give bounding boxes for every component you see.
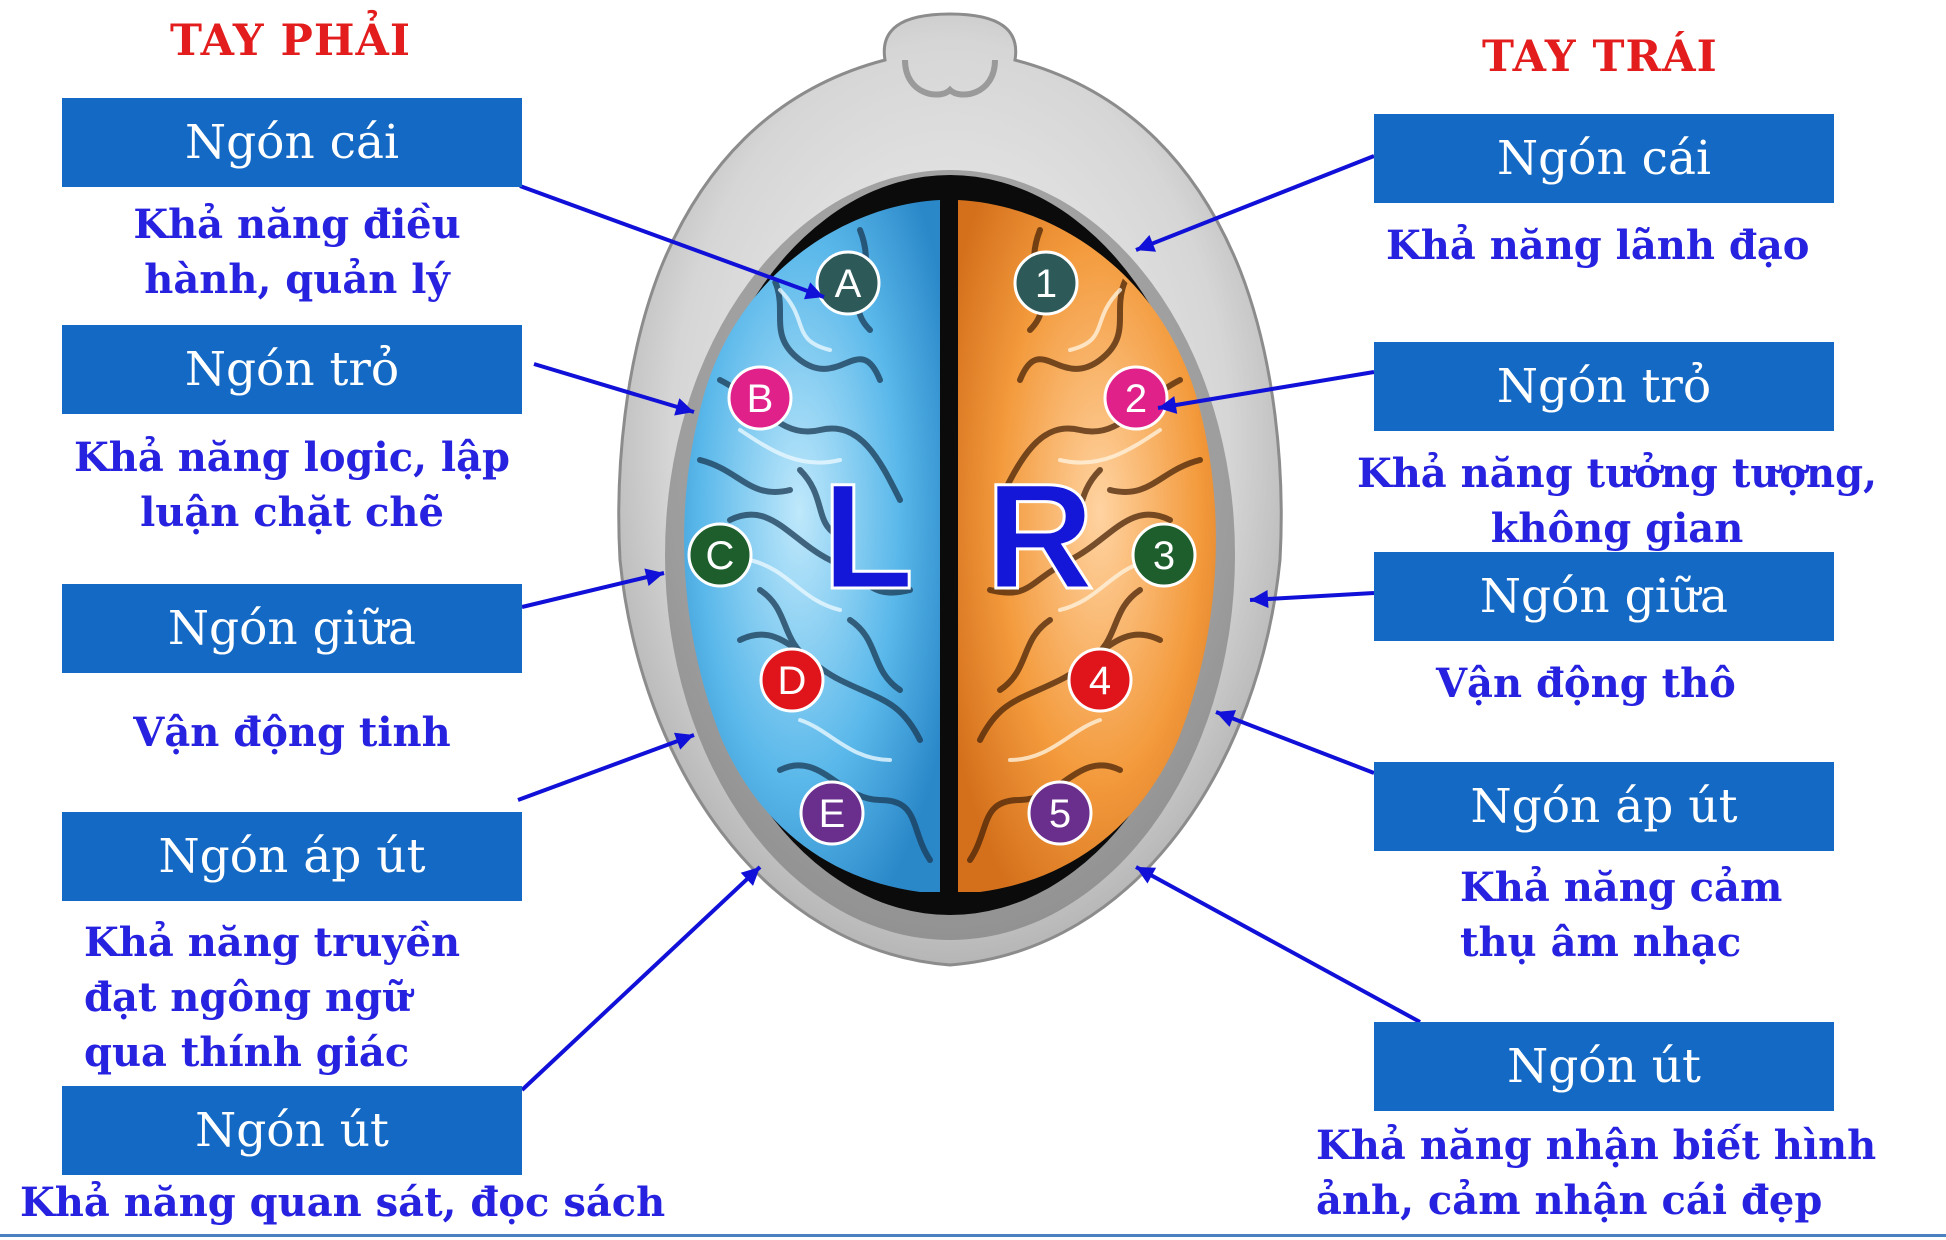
left-ring-description: Khả năng truyền đạt ngông ngữ qua thính …: [84, 919, 461, 1076]
marker-4: 4: [1067, 647, 1133, 713]
arrow-left-little: [520, 865, 762, 1092]
arrow-left-index: [533, 362, 695, 416]
arrow-left-thumb: [519, 184, 825, 300]
svg-text:D: D: [778, 659, 807, 703]
marker-5: 5: [1027, 780, 1093, 846]
marker-b: B: [727, 365, 793, 431]
right-thumb-description: Khả năng lãnh đạo: [1386, 222, 1810, 269]
right-index-box: Ngón trỏ: [1374, 342, 1834, 431]
right-ring-box: Ngón áp út: [1374, 762, 1834, 851]
svg-text:1: 1: [1035, 262, 1057, 306]
right-middle-box: Ngón giữa: [1374, 552, 1834, 641]
left-hemisphere-letter: L: [822, 452, 914, 620]
left-little-box: Ngón út: [62, 1086, 522, 1175]
right-index-description: Khả năng tưởng tượng, không gian: [1356, 450, 1878, 552]
svg-text:3: 3: [1153, 534, 1175, 578]
left-middle-box: Ngón giữa: [62, 584, 522, 673]
arrow-right-index: [1157, 370, 1375, 414]
svg-text:C: C: [706, 534, 735, 578]
svg-text:5: 5: [1049, 792, 1071, 836]
right-ring-description: Khả năng cảm thụ âm nhạc: [1460, 864, 1783, 966]
marker-2: 2: [1103, 365, 1169, 431]
left-little-description: Khả năng quan sát, đọc sách: [20, 1179, 666, 1226]
right-thumb-box: Ngón cái: [1374, 114, 1834, 203]
bottom-border: [0, 1234, 1946, 1237]
left-thumb-description: Khả năng điều hành, quản lý: [133, 201, 461, 303]
marker-a: A: [815, 250, 881, 316]
marker-d: D: [759, 647, 825, 713]
arrow-right-ring: [1215, 710, 1375, 775]
marker-e: E: [799, 780, 865, 846]
arrow-right-little: [1135, 865, 1421, 1024]
left-ring-box: Ngón áp út: [62, 812, 522, 901]
arrow-left-middle: [521, 568, 665, 609]
svg-text:2: 2: [1125, 377, 1147, 421]
left-heading: TAY PHẢI: [170, 16, 411, 66]
right-middle-description: Vận động thô: [1436, 660, 1736, 707]
right-little-description: Khả năng nhận biết hình ảnh, cảm nhận cá…: [1316, 1122, 1877, 1224]
svg-text:4: 4: [1089, 659, 1111, 703]
arrow-right-middle: [1249, 589, 1375, 608]
arrow-left-ring: [517, 732, 695, 802]
svg-text:A: A: [835, 262, 862, 306]
marker-3: 3: [1131, 522, 1197, 588]
svg-text:B: B: [747, 377, 774, 421]
left-index-description: Khả năng logic, lập luận chặt chẽ: [74, 434, 510, 536]
marker-1: 1: [1013, 250, 1079, 316]
right-little-box: Ngón út: [1374, 1022, 1834, 1111]
left-thumb-box: Ngón cái: [62, 98, 522, 187]
svg-text:E: E: [819, 792, 846, 836]
arrow-right-thumb: [1135, 154, 1375, 252]
left-middle-description: Vận động tinh: [133, 709, 451, 756]
right-heading: TAY TRÁI: [1482, 32, 1718, 82]
marker-c: C: [687, 522, 753, 588]
right-hemisphere-letter: R: [986, 452, 1094, 620]
left-index-box: Ngón trỏ: [62, 325, 522, 414]
